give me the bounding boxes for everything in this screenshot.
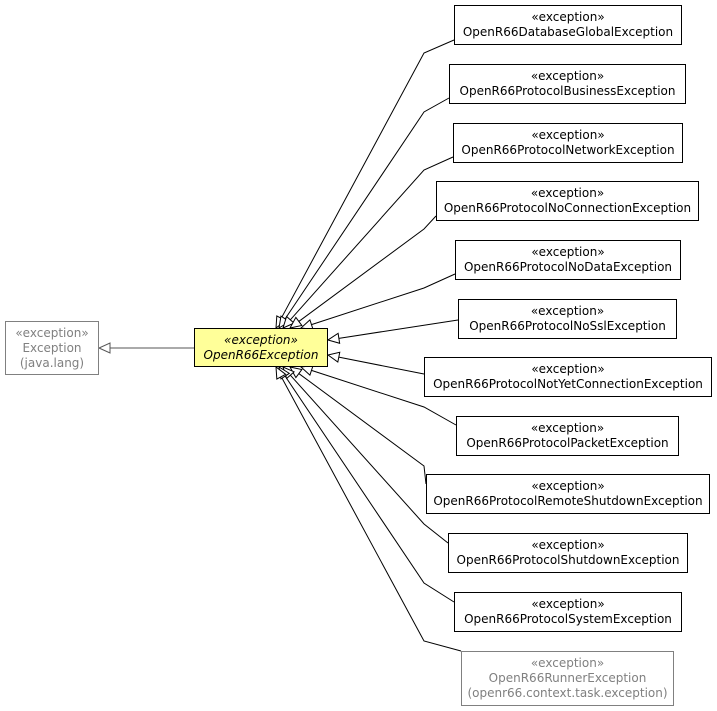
node-openr66protocolbusinessexception[interactable]: «exception» OpenR66ProtocolBusinessExcep… bbox=[449, 64, 686, 104]
node-stereotype: «exception» bbox=[531, 597, 605, 611]
edge-subclass-2 bbox=[284, 97, 450, 320]
node-exception-package: (java.lang) bbox=[19, 355, 85, 370]
edge-subclass-12 bbox=[280, 376, 462, 652]
node-stereotype: «exception» bbox=[531, 538, 605, 552]
node-stereotype: «exception» bbox=[530, 69, 605, 83]
node-name: OpenR66ProtocolRemoteShutdownException bbox=[433, 494, 703, 508]
node-openr66protocolshutdownexception[interactable]: «exception» OpenR66ProtocolShutdownExcep… bbox=[448, 533, 688, 573]
node-name: OpenR66ProtocolSystemException bbox=[464, 612, 672, 626]
node-openr66protocolnotyetconnectionexception[interactable]: «exception» OpenR66ProtocolNotYetConnect… bbox=[424, 357, 712, 397]
node-exception-stereotype: «exception» bbox=[15, 325, 89, 340]
node-exception-name: Exception bbox=[22, 340, 82, 355]
edge-openr66exception-to-exception-arrowhead bbox=[97, 342, 111, 354]
node-name: OpenR66ProtocolPacketException bbox=[466, 436, 669, 450]
node-openr66databaseglobalexception[interactable]: «exception» OpenR66DatabaseGlobalExcepti… bbox=[454, 5, 682, 45]
node-name: OpenR66DatabaseGlobalException bbox=[462, 25, 674, 39]
node-openr66runnerexception[interactable]: «exception» OpenR66RunnerException (open… bbox=[461, 651, 674, 706]
edge-subclass-6-arrowhead bbox=[326, 332, 341, 344]
edge-subclass-6 bbox=[338, 319, 459, 339]
edge-subclass-4 bbox=[298, 215, 437, 322]
node-stereotype: «exception» bbox=[530, 421, 605, 435]
node-name: OpenR66ProtocolShutdownException bbox=[456, 553, 680, 567]
node-stereotype: «exception» bbox=[531, 128, 605, 142]
node-openr66exception-name: OpenR66Exception bbox=[203, 347, 319, 362]
node-openr66exception[interactable]: «exception» OpenR66Exception bbox=[194, 328, 328, 367]
edge-subclass-9 bbox=[298, 373, 427, 485]
node-openr66protocolsystemexception[interactable]: «exception» OpenR66ProtocolSystemExcepti… bbox=[454, 592, 682, 632]
node-stereotype: «exception» bbox=[531, 479, 605, 493]
node-stereotype: «exception» bbox=[531, 245, 605, 259]
edge-subclass-1 bbox=[280, 39, 455, 319]
node-stereotype: «exception» bbox=[530, 186, 605, 200]
node-stereotype: «exception» bbox=[530, 304, 605, 318]
node-openr66protocolnetworkexception[interactable]: «exception» OpenR66ProtocolNetworkExcept… bbox=[453, 123, 683, 163]
node-stereotype: «exception» bbox=[530, 656, 605, 670]
edge-subclass-8-arrowhead bbox=[299, 365, 314, 377]
edge-subclass-4-arrowhead bbox=[289, 316, 303, 329]
node-openr66protocolnoconnectionexception[interactable]: «exception» OpenR66ProtocolNoConnectionE… bbox=[436, 181, 699, 221]
edge-subclass-3-arrowhead bbox=[282, 315, 295, 329]
edge-subclass-10 bbox=[289, 374, 449, 544]
node-name: OpenR66ProtocolNoDataException bbox=[463, 260, 673, 274]
edge-subclass-7-arrowhead bbox=[326, 351, 341, 363]
edge-subclass-3 bbox=[289, 156, 454, 321]
node-name: OpenR66ProtocolNotYetConnectionException bbox=[433, 377, 703, 391]
edge-subclass-5 bbox=[311, 273, 456, 326]
node-openr66protocolremoteshutdownexception[interactable]: «exception» OpenR66ProtocolRemoteShutdow… bbox=[426, 474, 710, 514]
node-exception[interactable]: «exception» Exception (java.lang) bbox=[5, 321, 99, 375]
node-stereotype: «exception» bbox=[531, 362, 605, 376]
node-name: OpenR66ProtocolBusinessException bbox=[459, 84, 676, 98]
node-openr66protocolnosslexception[interactable]: «exception» OpenR66ProtocolNoSslExceptio… bbox=[458, 299, 677, 339]
node-name: OpenR66ProtocolNetworkException bbox=[461, 143, 675, 157]
node-stereotype: «exception» bbox=[531, 10, 605, 24]
node-openr66exception-stereotype: «exception» bbox=[224, 332, 298, 347]
node-name: OpenR66ProtocolNoConnectionException bbox=[443, 201, 692, 215]
node-package: (openr66.context.task.exception) bbox=[467, 686, 668, 700]
node-openr66protocolnodataexception[interactable]: «exception» OpenR66ProtocolNoDataExcepti… bbox=[455, 240, 681, 280]
node-openr66protocolpacketexception[interactable]: «exception» OpenR66ProtocolPacketExcepti… bbox=[456, 416, 679, 456]
edge-subclass-8 bbox=[311, 369, 457, 426]
edge-subclass-7 bbox=[338, 356, 425, 375]
edge-subclass-12-arrowhead bbox=[275, 365, 287, 380]
edge-subclass-11 bbox=[284, 375, 455, 603]
node-name: OpenR66RunnerException bbox=[488, 671, 647, 685]
node-name: OpenR66ProtocolNoSslException bbox=[469, 319, 666, 333]
